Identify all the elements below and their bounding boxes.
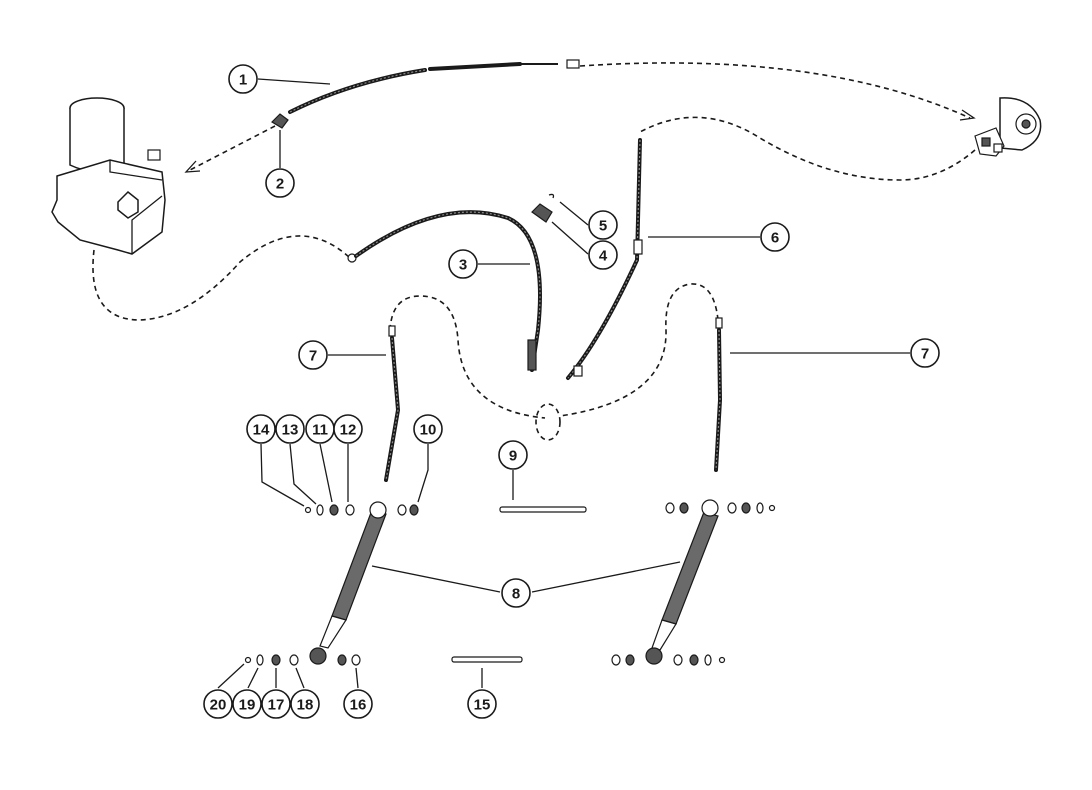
steering-helm (974, 97, 1042, 157)
callout-label: 1 (239, 72, 247, 89)
callout-12: 12 (333, 414, 363, 444)
callout-9: 9 (498, 440, 528, 470)
callout-15: 15 (467, 689, 497, 719)
callout-1: 1 (228, 64, 258, 94)
callout-label: 9 (509, 448, 517, 465)
callout-8: 8 (501, 578, 531, 608)
routing-lines (92, 62, 976, 441)
callout-13: 13 (275, 414, 305, 444)
callout-label: 7 (921, 346, 929, 363)
callout-label: 5 (599, 218, 607, 235)
callout-5: 5 (588, 210, 618, 240)
callout-10: 10 (413, 414, 443, 444)
callout-19: 19 (232, 689, 262, 719)
hydraulic-hose (566, 138, 643, 380)
fitting (271, 113, 289, 129)
callout-16: 16 (343, 689, 373, 719)
hardware-upper-right (665, 502, 776, 514)
tie-bar (451, 656, 523, 663)
callout-label: 15 (474, 697, 491, 714)
hardware-lower-right (611, 654, 726, 666)
callout-7-right: 7 (910, 338, 940, 368)
callout-2: 2 (265, 168, 295, 198)
callout-label: 2 (276, 176, 284, 193)
callout-18: 18 (290, 689, 320, 719)
callout-label: 7 (309, 348, 317, 365)
callout-label: 18 (297, 697, 314, 714)
callout-3: 3 (448, 249, 478, 279)
callout-label: 17 (268, 697, 285, 714)
leader-lines (217, 78, 910, 689)
callout-4: 4 (588, 240, 618, 270)
pump-reservoir (51, 97, 166, 255)
cylinder-hose-left (384, 325, 401, 482)
callout-label: 10 (420, 422, 437, 439)
callout-label: 6 (771, 230, 779, 247)
callout-20: 20 (203, 689, 233, 719)
callout-label: 3 (459, 257, 467, 274)
callout-label: 14 (253, 422, 270, 439)
cylinder-hose-right (714, 317, 723, 472)
tie-bar (499, 506, 587, 513)
callout-label: 11 (312, 422, 328, 439)
callout-7-left: 7 (298, 340, 328, 370)
callout-6: 6 (760, 222, 790, 252)
callout-17: 17 (261, 689, 291, 719)
hardware-lower-left (244, 654, 361, 666)
steering-cable (288, 59, 580, 114)
callout-label: 16 (350, 697, 367, 714)
fitting-elbow (531, 193, 555, 223)
callout-11: 11 (305, 414, 335, 444)
callout-14: 14 (246, 414, 276, 444)
steering-cylinder-left (309, 501, 387, 665)
callout-label: 20 (210, 697, 227, 714)
hardware-upper-left (304, 504, 419, 516)
callout-label: 4 (599, 248, 608, 265)
hydraulic-hose (347, 210, 542, 372)
callout-label: 8 (512, 586, 520, 603)
callout-label: 13 (282, 422, 299, 439)
callout-label: 19 (239, 697, 256, 714)
steering-cylinder-right (645, 499, 719, 665)
callout-label: 12 (340, 422, 357, 439)
